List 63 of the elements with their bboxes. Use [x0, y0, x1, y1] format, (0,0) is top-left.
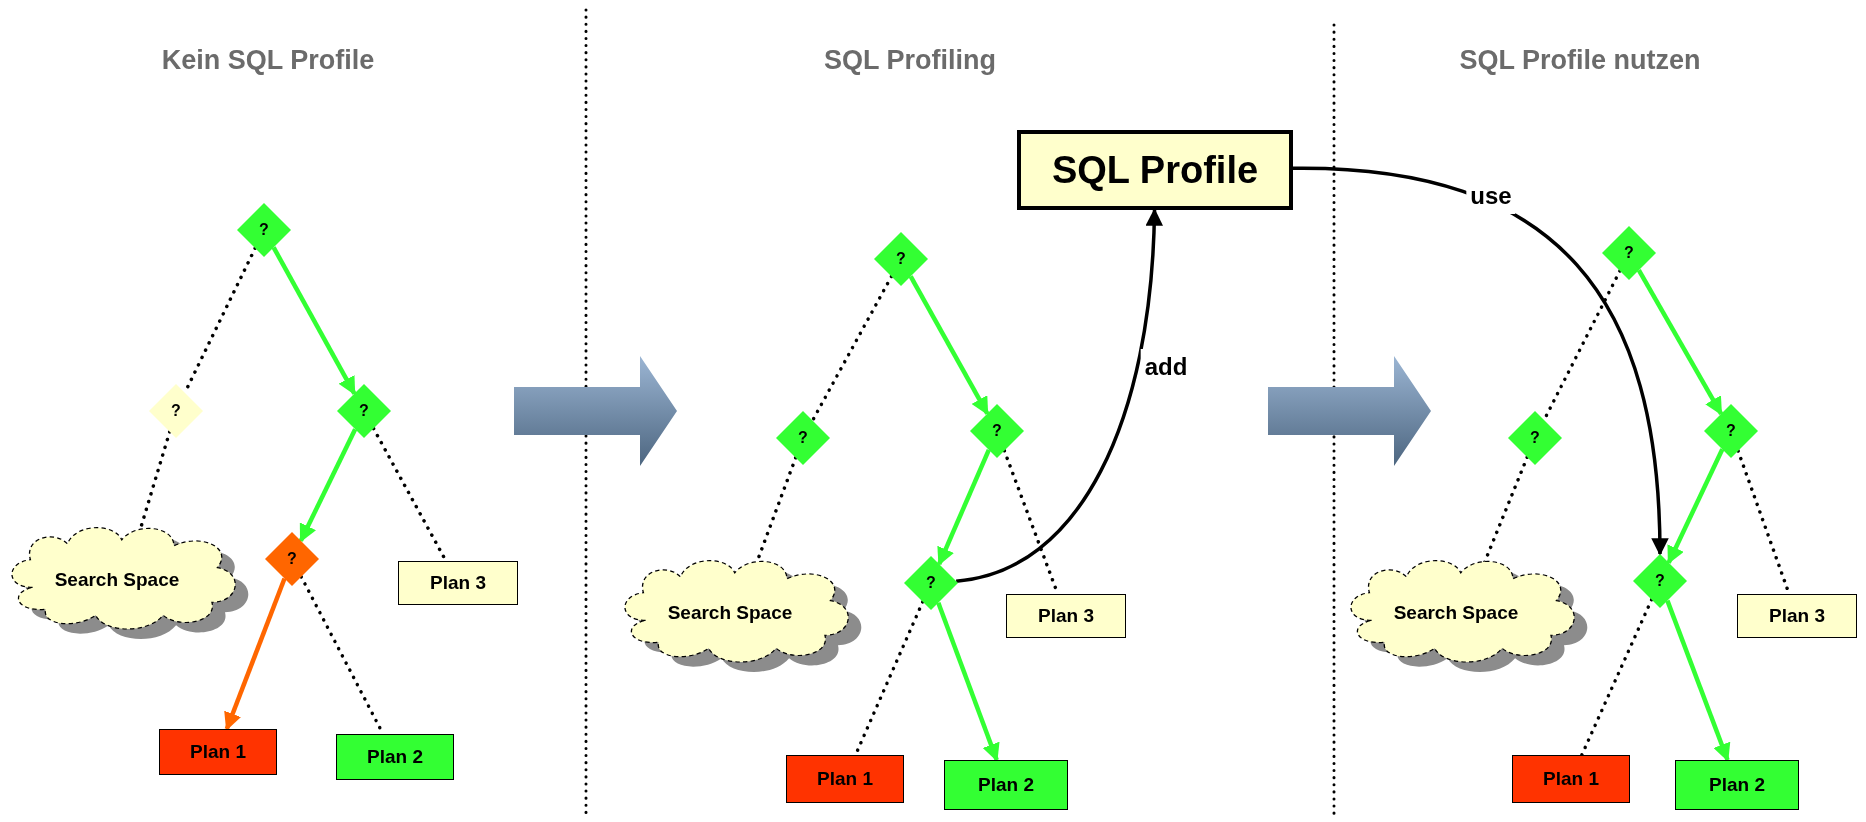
node-label: ?	[359, 401, 369, 421]
panel-title: Kein SQL Profile	[161, 43, 375, 77]
node-label: ?	[1655, 571, 1665, 591]
node-label: Plan 1	[190, 739, 246, 764]
arrow	[271, 246, 357, 396]
node-label: SQL Profile	[1051, 147, 1259, 193]
arrow	[224, 577, 287, 731]
plan-box	[159, 729, 277, 775]
profile-box	[1017, 130, 1293, 210]
node-label: Plan 1	[1543, 766, 1599, 791]
node-label: ?	[1530, 428, 1540, 448]
decision-diamond	[776, 411, 830, 465]
decision-diamond	[1633, 554, 1687, 608]
decision-diamond	[237, 203, 291, 257]
arrow	[955, 208, 1163, 583]
node-label: ?	[287, 549, 297, 569]
panel-title: SQL Profile nutzen	[1459, 43, 1701, 77]
node-label: ?	[992, 421, 1002, 441]
decision-diamond	[874, 232, 928, 286]
node-label: ?	[1726, 421, 1736, 441]
arrow	[908, 275, 990, 416]
plan-box	[336, 734, 454, 780]
node-label: Plan 2	[1709, 772, 1765, 797]
node-label: Plan 3	[1769, 603, 1825, 628]
arrow	[936, 601, 1000, 762]
node-label: Plan 2	[978, 772, 1034, 797]
arrow	[1636, 269, 1724, 416]
node-label: ?	[926, 573, 936, 593]
plan-box	[1006, 594, 1126, 638]
arrow	[298, 428, 358, 543]
plan-box	[786, 755, 904, 803]
plan-box	[398, 561, 518, 605]
node-label: ?	[259, 220, 269, 240]
decision-diamond	[970, 404, 1024, 458]
decision-diamond	[904, 556, 958, 610]
node-label: Search Space	[54, 568, 180, 590]
plan-box	[944, 760, 1068, 810]
decision-diamond	[1602, 226, 1656, 280]
decision-diamond	[1508, 411, 1562, 465]
node-label: ?	[896, 249, 906, 269]
arrow	[1292, 166, 1669, 556]
arrow	[937, 448, 991, 566]
node-label: Search Space	[667, 601, 793, 623]
dotted-connector	[1580, 597, 1654, 757]
node-label: Plan 3	[1038, 603, 1094, 628]
decision-diamond	[265, 532, 319, 586]
node-label: ?	[798, 428, 808, 448]
node-label: ?	[171, 401, 181, 421]
plan-box	[1675, 760, 1799, 810]
node-label: Plan 2	[367, 744, 423, 769]
node-label: ?	[1624, 243, 1634, 263]
dotted-connector	[810, 274, 894, 423]
decision-diamond	[1704, 404, 1758, 458]
decision-diamond	[337, 384, 391, 438]
panel-title: SQL Profiling	[824, 43, 996, 77]
node-label: Search Space	[1393, 601, 1519, 623]
plan-box	[1512, 755, 1630, 803]
node-label: Plan 3	[430, 570, 486, 595]
decision-diamond	[149, 384, 203, 438]
arrow	[1665, 599, 1731, 762]
plan-box	[1737, 594, 1857, 638]
node-label: Plan 1	[817, 766, 873, 791]
arrow	[1666, 448, 1725, 565]
